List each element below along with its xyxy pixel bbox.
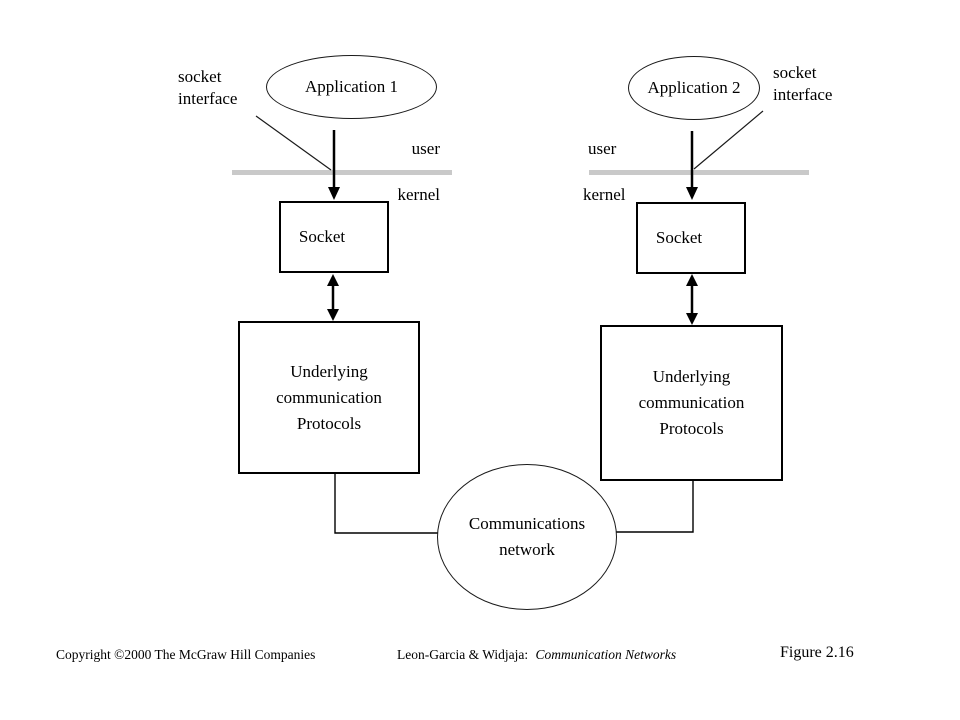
connector-protocols-right-network xyxy=(612,481,694,533)
figure-number: Figure 2.16 xyxy=(780,644,854,661)
application2-label: Application 2 xyxy=(647,78,741,97)
socket-box-right: Socket xyxy=(636,202,746,274)
user-kernel-divider-right xyxy=(589,170,809,175)
application2-node: Application 2 xyxy=(628,56,760,120)
arrowhead-up-right xyxy=(686,274,698,286)
arrowhead-up-left xyxy=(327,274,339,286)
socket-interface-label-right: socket interface xyxy=(773,63,833,104)
socket-interface-pointer-left xyxy=(255,115,332,171)
socket-box-left: Socket xyxy=(279,201,389,273)
user-label-left: user xyxy=(411,139,440,158)
credit-authors: Leon-Garcia & Widjaja: xyxy=(397,647,529,662)
socket-label-left: Socket xyxy=(298,227,346,246)
protocols-box-left: Underlying communication Protocols xyxy=(238,321,420,474)
protocols-label-right: Underlying communication Protocols xyxy=(638,367,745,438)
socket-interface-pointer-right xyxy=(693,110,764,170)
credit-text: Leon-Garcia & Widjaja: Communication Net… xyxy=(397,647,676,663)
socket-interface-label-left: socket interface xyxy=(178,67,238,108)
socket-label-right: Socket xyxy=(655,228,703,247)
connector-protocols-left-network xyxy=(334,474,440,534)
protocols-box-right: Underlying communication Protocols xyxy=(600,325,783,481)
kernel-label-left: kernel xyxy=(397,185,440,204)
protocols-label-left: Underlying communication Protocols xyxy=(276,361,382,433)
arrowhead-app2-to-socket xyxy=(686,187,698,200)
user-label-right: user xyxy=(588,139,617,158)
arrowhead-down-right xyxy=(686,313,698,325)
arrowhead-down-left xyxy=(327,309,339,321)
kernel-label-right: kernel xyxy=(583,185,626,204)
communications-network-label: Communications network xyxy=(468,514,586,559)
user-kernel-divider-left xyxy=(232,170,452,175)
credit-book-title: Communication Networks xyxy=(535,647,677,662)
copyright-text: Copyright ©2000 The McGraw Hill Companie… xyxy=(56,647,316,662)
arrowhead-app1-to-socket xyxy=(328,187,340,200)
application1-label: Application 1 xyxy=(304,77,398,96)
communications-network-node: Communications network xyxy=(437,464,617,610)
application1-node: Application 1 xyxy=(266,55,437,119)
